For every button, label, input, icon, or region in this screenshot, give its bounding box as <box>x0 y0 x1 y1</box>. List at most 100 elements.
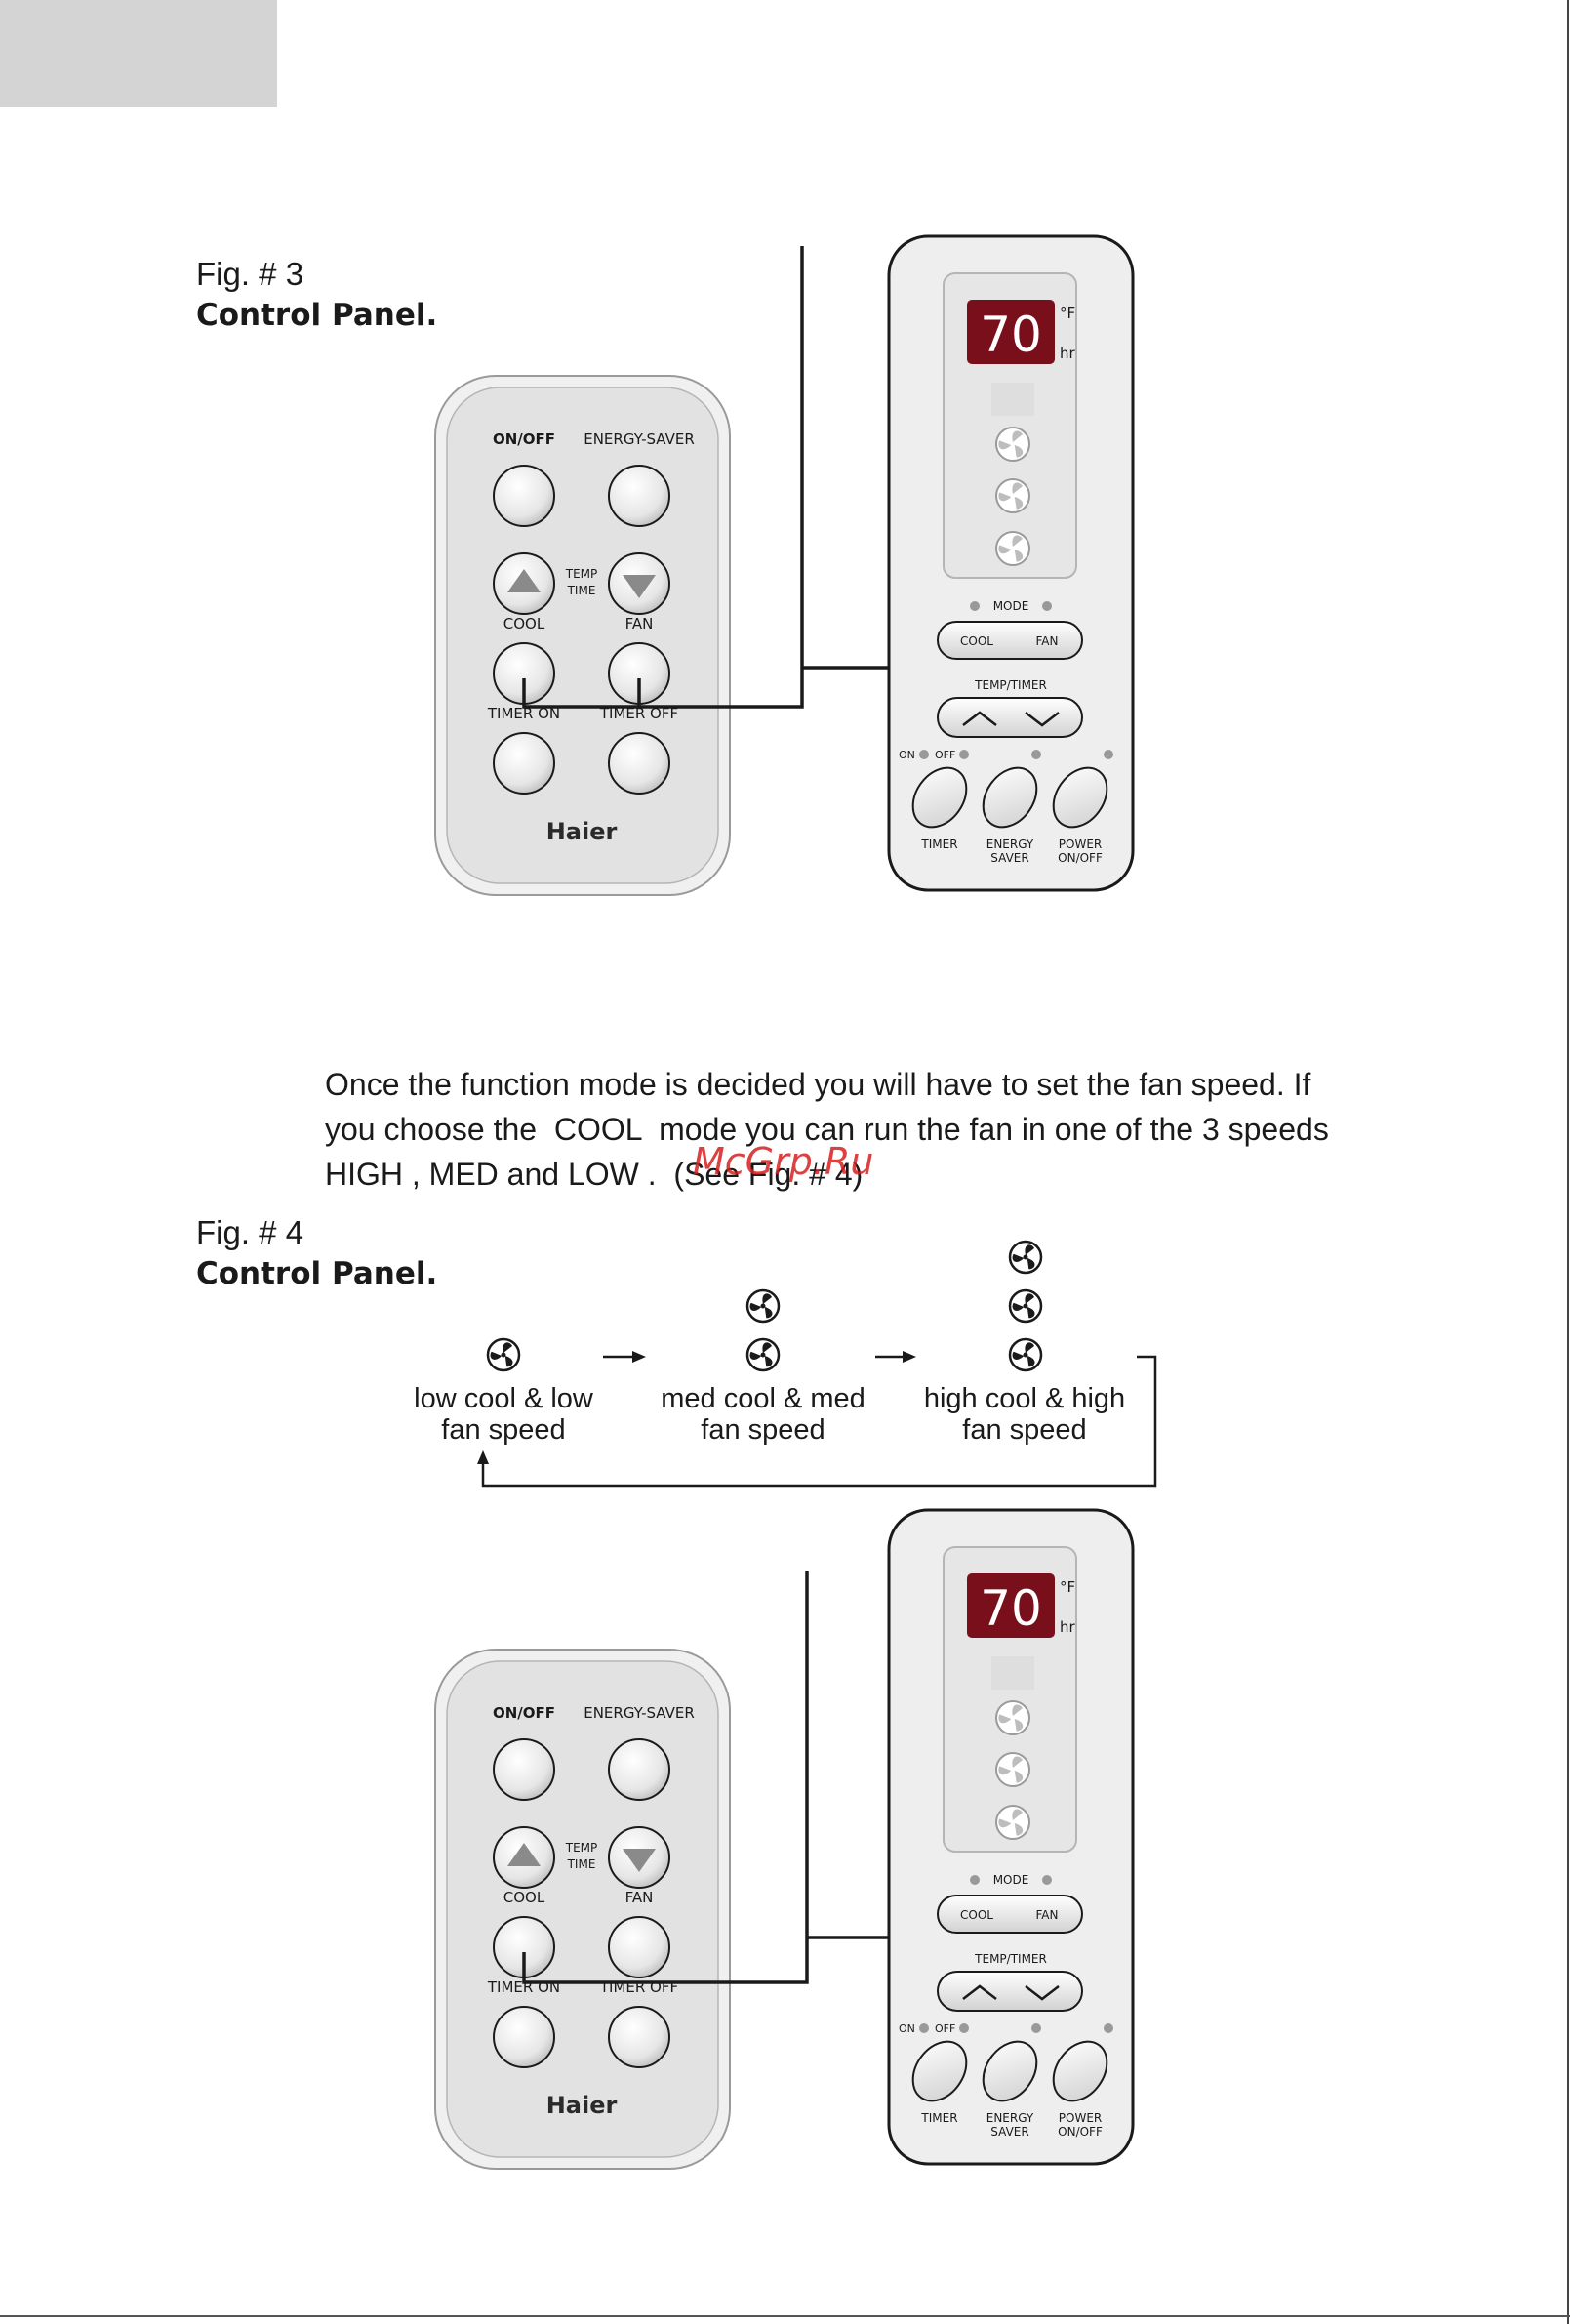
panel2-display <box>967 1573 1055 1638</box>
med-fan-icon-1 <box>745 1288 781 1324</box>
page-edge-line <box>1567 0 1569 2324</box>
page-bottom-line <box>0 2315 1570 2317</box>
remote2-down-arrow-icon <box>623 1849 656 1872</box>
panel2-power-label: POWER <box>1059 2111 1102 2125</box>
remote2-cool-label: COOL <box>503 1889 545 1906</box>
panel-mode-label: MODE <box>993 599 1029 613</box>
instruction-paragraph: Once the function mode is decided you wi… <box>325 1062 1359 1197</box>
fig3-control-panel: 70 °F hr MODE COOL FAN TEMP/TIMER ON OFF… <box>887 234 1135 892</box>
med-fan-icon-2 <box>745 1337 781 1372</box>
panel2-timer-label: TIMER <box>920 2111 957 2125</box>
low-speed-label-line1: low cool & low <box>414 1383 593 1414</box>
high-fan-icon-1 <box>1008 1240 1043 1275</box>
remote2-fan-button[interactable] <box>608 1916 670 1978</box>
panel2-mode-led-right <box>1042 1875 1052 1885</box>
high-speed-label-line1: high cool & high <box>923 1383 1126 1414</box>
panel-cool-label: COOL <box>960 634 993 648</box>
fig4-remote: ON/OFF ENERGY-SAVER TEMP TIME COOL FAN T… <box>434 1649 731 2170</box>
remote-brand-logo: Haier <box>546 818 618 845</box>
panel2-power-button[interactable] <box>1042 2031 1117 2111</box>
panel2-mode-led-left <box>970 1875 980 1885</box>
panel-timer-button[interactable] <box>902 757 977 837</box>
panel2-indicator-box <box>991 1656 1034 1690</box>
panel2-off-label: OFF <box>935 2022 955 2035</box>
fig3-label: Fig. # 3 <box>196 256 304 292</box>
panel-on-led <box>919 750 929 759</box>
panel2-on-off-label: ON/OFF <box>1058 2125 1103 2139</box>
panel2-fan-icon-3 <box>995 1805 1030 1840</box>
panel2-fan-icon-1 <box>995 1700 1030 1735</box>
paragraph-line-2: you choose the COOL mode you can run the… <box>325 1112 1329 1147</box>
panel-indicator-box <box>991 383 1034 416</box>
panel-fan-icon-2 <box>995 478 1030 513</box>
panel2-energy-saver-button[interactable] <box>972 2031 1047 2111</box>
remote-time-label: TIME <box>567 584 596 597</box>
remote-timer-off-button[interactable] <box>608 732 670 795</box>
sequence-arrows <box>477 1351 1157 1488</box>
fig4-caption: Control Panel. <box>196 1256 438 1291</box>
panel2-fan-label: FAN <box>1036 1908 1059 1922</box>
remote2-on-off-label: ON/OFF <box>493 1704 555 1722</box>
panel-timer-label: TIMER <box>920 837 957 851</box>
high-speed-label-line2: fan speed <box>962 1414 1087 1446</box>
panel-mode-button[interactable] <box>937 621 1083 660</box>
panel2-temp-timer-button[interactable] <box>937 1971 1083 2012</box>
high-fan-icon-2 <box>1008 1288 1043 1324</box>
remote2-on-off-button[interactable] <box>493 1738 555 1801</box>
low-speed-label: low cool & low fan speed <box>390 1383 617 1446</box>
remote-temp-label: TEMP <box>565 567 598 581</box>
panel-fan-icon-1 <box>995 427 1030 462</box>
panel2-up-chevron-icon <box>962 1984 997 2000</box>
panel2-timer-button[interactable] <box>902 2031 977 2111</box>
panel2-unit-f: °F <box>1060 1578 1075 1596</box>
panel-unit-f: °F <box>1060 305 1075 322</box>
panel-power-button[interactable] <box>1042 757 1117 837</box>
panel2-down-chevron-icon <box>1025 1985 1060 2001</box>
panel-saver-label: SAVER <box>990 851 1028 865</box>
remote-up-arrow-icon <box>507 569 541 592</box>
remote-timer-off-label: TIMER OFF <box>599 705 678 722</box>
low-fan-icon <box>486 1337 521 1372</box>
panel-energy-saver-button[interactable] <box>972 757 1047 837</box>
remote-cool-label: COOL <box>503 615 545 632</box>
fig4-illustration: ON/OFF ENERGY-SAVER TEMP TIME COOL FAN T… <box>434 1508 1135 2170</box>
remote-on-off-label: ON/OFF <box>493 430 555 448</box>
panel2-fan-icon-2 <box>995 1752 1030 1787</box>
panel2-unit-hr: hr <box>1060 1618 1076 1636</box>
remote-on-off-button[interactable] <box>493 465 555 527</box>
panel2-on-label: ON <box>899 2022 915 2035</box>
panel-off-label: OFF <box>935 749 955 761</box>
panel-power-label: POWER <box>1059 837 1102 851</box>
fig3-remote: ON/OFF ENERGY-SAVER TEMP TIME COOL FAN T… <box>434 375 731 896</box>
panel-down-chevron-icon <box>1025 712 1060 727</box>
remote2-timer-on-button[interactable] <box>493 2006 555 2068</box>
remote2-energy-saver-button[interactable] <box>608 1738 670 1801</box>
panel-up-chevron-icon <box>962 711 997 726</box>
panel-temp-timer-label: TEMP/TIMER <box>974 678 1047 692</box>
panel-fan-icon-3 <box>995 531 1030 566</box>
panel2-energy-label: ENERGY <box>986 2111 1034 2125</box>
fig4-label: Fig. # 4 <box>196 1214 304 1250</box>
panel-temp-timer-button[interactable] <box>937 697 1083 738</box>
remote-timer-on-button[interactable] <box>493 732 555 795</box>
panel2-saver-label: SAVER <box>990 2125 1028 2139</box>
panel2-mode-button[interactable] <box>937 1895 1083 1934</box>
panel-energy-led <box>1031 750 1041 759</box>
remote2-time-label: TIME <box>567 1857 596 1871</box>
paragraph-line-1: Once the function mode is decided you wi… <box>325 1067 1311 1102</box>
remote-energy-saver-label: ENERGY-SAVER <box>584 430 695 448</box>
remote-energy-saver-button[interactable] <box>608 465 670 527</box>
high-fan-icon-3 <box>1008 1337 1043 1372</box>
panel-on-off-label: ON/OFF <box>1058 851 1103 865</box>
remote2-temp-label: TEMP <box>565 1841 598 1855</box>
panel-fan-label: FAN <box>1036 634 1059 648</box>
panel-mode-led-right <box>1042 601 1052 611</box>
panel2-temp-timer-label: TEMP/TIMER <box>974 1952 1047 1966</box>
panel-display-value: 70 <box>980 306 1042 363</box>
low-speed-label-line2: fan speed <box>441 1414 566 1446</box>
panel2-energy-led <box>1031 2023 1041 2033</box>
fan-speed-sequence <box>477 1240 1157 1488</box>
remote2-up-arrow-icon <box>507 1843 541 1866</box>
remote2-timer-off-button[interactable] <box>608 2006 670 2068</box>
paragraph-line-3: HIGH , MED and LOW . (See Fig. # 4) <box>325 1157 864 1192</box>
